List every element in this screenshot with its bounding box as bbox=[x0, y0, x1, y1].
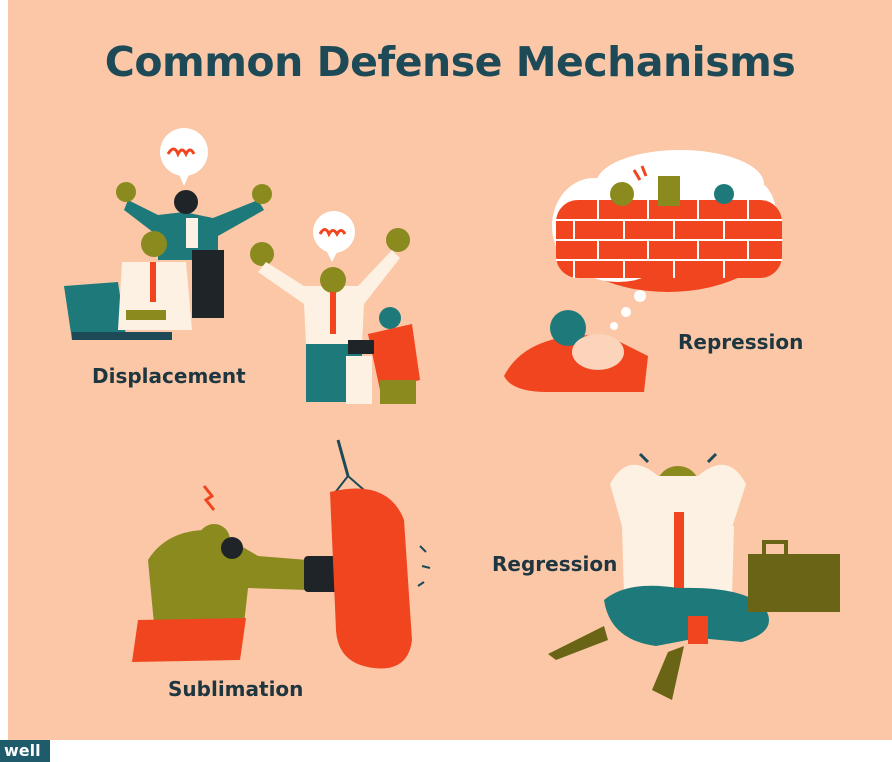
repression-scene bbox=[504, 150, 782, 392]
peeking-figure bbox=[714, 184, 734, 204]
label-sublimation: Sublimation bbox=[168, 677, 304, 701]
peeking-figure bbox=[610, 182, 634, 206]
child-figure bbox=[346, 307, 420, 404]
label-displacement: Displacement bbox=[92, 364, 246, 388]
stressed-man-figure bbox=[548, 452, 769, 700]
punching-bag-icon bbox=[330, 439, 431, 669]
angry-speech-bubble-icon bbox=[313, 211, 355, 262]
lying-woman-figure bbox=[504, 310, 648, 392]
brick-wall-icon bbox=[556, 200, 782, 278]
poster: Common Defense Mechanisms Displacement R… bbox=[8, 0, 892, 740]
thought-dot bbox=[634, 290, 646, 302]
sublimation-scene bbox=[132, 439, 431, 669]
thought-dot bbox=[621, 307, 631, 317]
worker-figure bbox=[118, 231, 192, 330]
illustration bbox=[64, 128, 840, 700]
label-regression: Regression bbox=[492, 552, 618, 576]
displacement-scene bbox=[64, 128, 420, 404]
label-repression: Repression bbox=[678, 330, 804, 354]
page-title: Common Defense Mechanisms bbox=[104, 38, 796, 86]
boss-figure bbox=[116, 182, 272, 318]
boxer-figure bbox=[132, 485, 344, 662]
angry-speech-bubble-icon bbox=[160, 128, 208, 186]
regression-scene bbox=[548, 452, 840, 700]
stress-marks bbox=[632, 165, 648, 181]
laptop-icon bbox=[64, 282, 172, 340]
brand-logo: well bbox=[0, 740, 50, 762]
briefcase-icon bbox=[748, 540, 840, 612]
thought-dot bbox=[610, 322, 618, 330]
peeking-figure bbox=[658, 176, 680, 206]
